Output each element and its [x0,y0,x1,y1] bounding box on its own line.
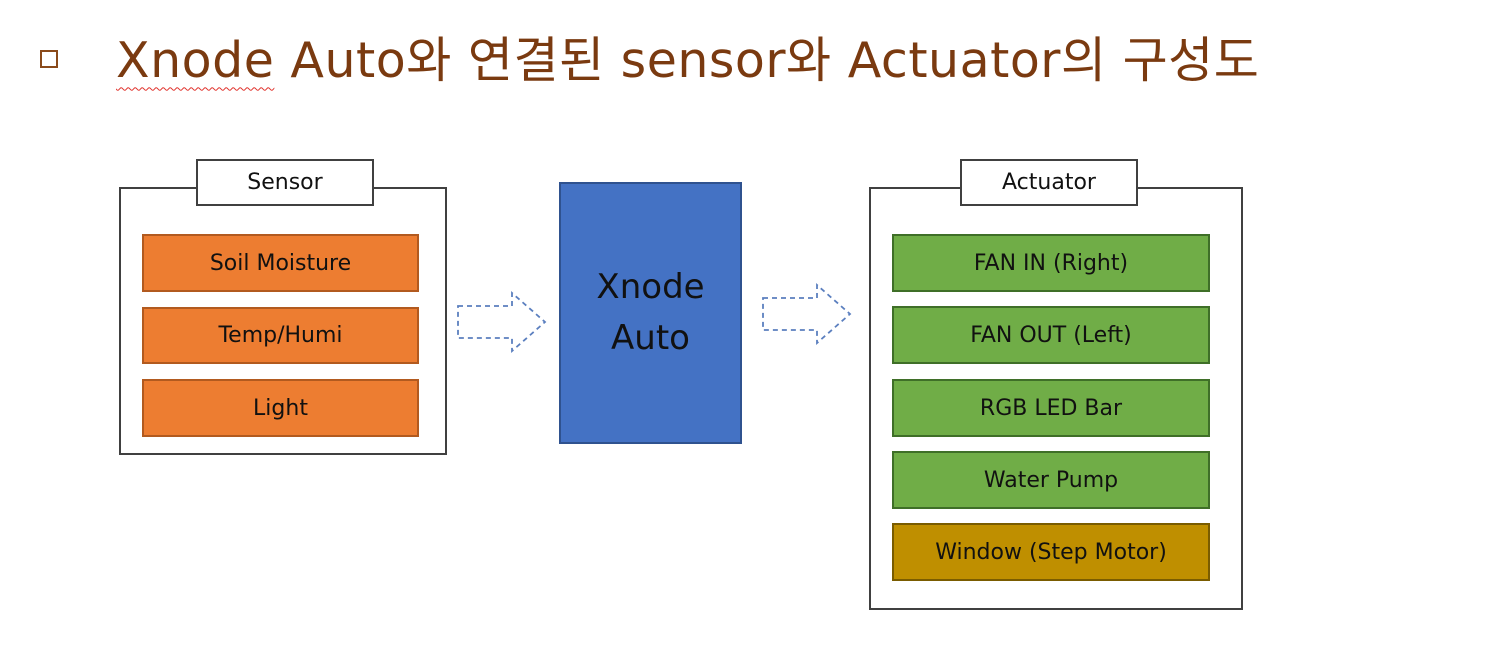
sensor-group-label: Sensor [196,159,374,206]
sensor-item-light: Light [142,379,419,437]
slide-title-rest: Auto와 연결된 sensor와 Actuator의 구성도 [274,31,1260,89]
actuator-item-water-pump: Water Pump [892,451,1210,509]
actuator-item-fan-out: FAN OUT (Left) [892,306,1210,364]
sensor-item-temp-humi: Temp/Humi [142,307,419,364]
slide-title-row: Xnode Auto와 연결된 sensor와 Actuator의 구성도 [40,18,1259,94]
actuator-item-rgb-led-bar: RGB LED Bar [892,379,1210,437]
square-bullet-icon [40,50,58,68]
actuator-item-fan-in: FAN IN (Right) [892,234,1210,292]
actuator-group-label: Actuator [960,159,1138,206]
slide-title-underlined: Xnode [116,31,275,89]
dashed-right-arrow-icon [457,291,547,353]
controller-label-line2: Auto [611,318,690,358]
sensor-item-soil-moisture: Soil Moisture [142,234,419,292]
xnode-auto-controller: Xnode Auto [559,182,742,444]
actuator-item-window-step-motor: Window (Step Motor) [892,523,1210,581]
slide-title: Xnode Auto와 연결된 sensor와 Actuator의 구성도 [116,21,1259,92]
controller-label-line1: Xnode [596,267,705,307]
dashed-right-arrow-icon [762,283,852,345]
